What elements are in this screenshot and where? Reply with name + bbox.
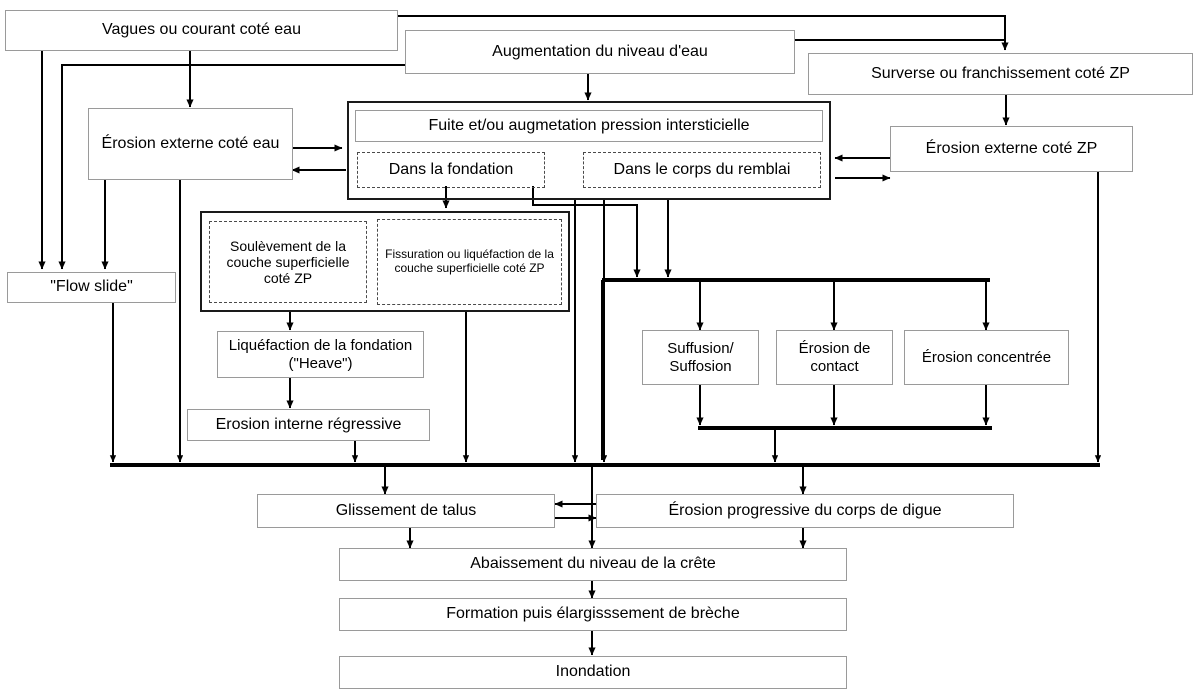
node-fissuration-liquefaction-couche-superficielle-cote-zp[interactable]: Fissuration ou liquéfaction de la couche… — [377, 219, 562, 305]
node-dans-la-fondation[interactable]: Dans la fondation — [357, 152, 545, 188]
group-couche-superficielle-container — [200, 211, 570, 312]
node-augmentation-du-niveau-deau[interactable]: Augmentation du niveau d'eau — [405, 30, 795, 74]
node-erosion-concentree[interactable]: Érosion concentrée — [904, 330, 1069, 385]
node-erosion-externe-cote-eau[interactable]: Érosion externe coté eau — [88, 108, 293, 180]
node-glissement-de-talus[interactable]: Glissement de talus — [257, 494, 555, 528]
node-suffusion-suffosion[interactable]: Suffusion/ Suffosion — [642, 330, 759, 385]
node-formation-puis-elargissement-de-breche[interactable]: Formation puis élargisssement de brèche — [339, 598, 847, 631]
edge-vagues-surverse — [398, 15, 1009, 51]
node-inondation[interactable]: Inondation — [339, 656, 847, 689]
node-erosion-interne-regressive[interactable]: Erosion interne régressive — [187, 409, 430, 441]
node-surverse-ou-franchissement-cote-zp[interactable]: Surverse ou franchissement coté ZP — [808, 53, 1193, 95]
edge-fondation-to-internal-bus — [532, 186, 641, 278]
node-erosion-externe-cote-zp[interactable]: Érosion externe coté ZP — [890, 126, 1133, 172]
node-flow-slide[interactable]: "Flow slide" — [7, 272, 176, 303]
node-soulevement-couche-superficielle-cote-zp[interactable]: Soulèvement de la couche superficielle c… — [209, 221, 367, 303]
node-dans-le-corps-du-remblai[interactable]: Dans le corps du remblai — [583, 152, 821, 188]
edge-augmentation-flowslide — [58, 64, 405, 270]
group-fuite-container — [347, 101, 831, 200]
node-abaissement-du-niveau-de-la-crete[interactable]: Abaissement du niveau de la crête — [339, 548, 847, 581]
node-liquefaction-de-la-fondation-heave[interactable]: Liquéfaction de la fondation ("Heave") — [217, 331, 424, 378]
node-vagues-ou-courant-cote-eau[interactable]: Vagues ou courant coté eau — [5, 10, 398, 51]
node-erosion-progressive-du-corps-de-digue[interactable]: Érosion progressive du corps de digue — [596, 494, 1014, 528]
node-fuite-augmentation-pression[interactable]: Fuite et/ou augmetation pression interst… — [355, 110, 823, 142]
node-erosion-de-contact[interactable]: Érosion de contact — [776, 330, 893, 385]
